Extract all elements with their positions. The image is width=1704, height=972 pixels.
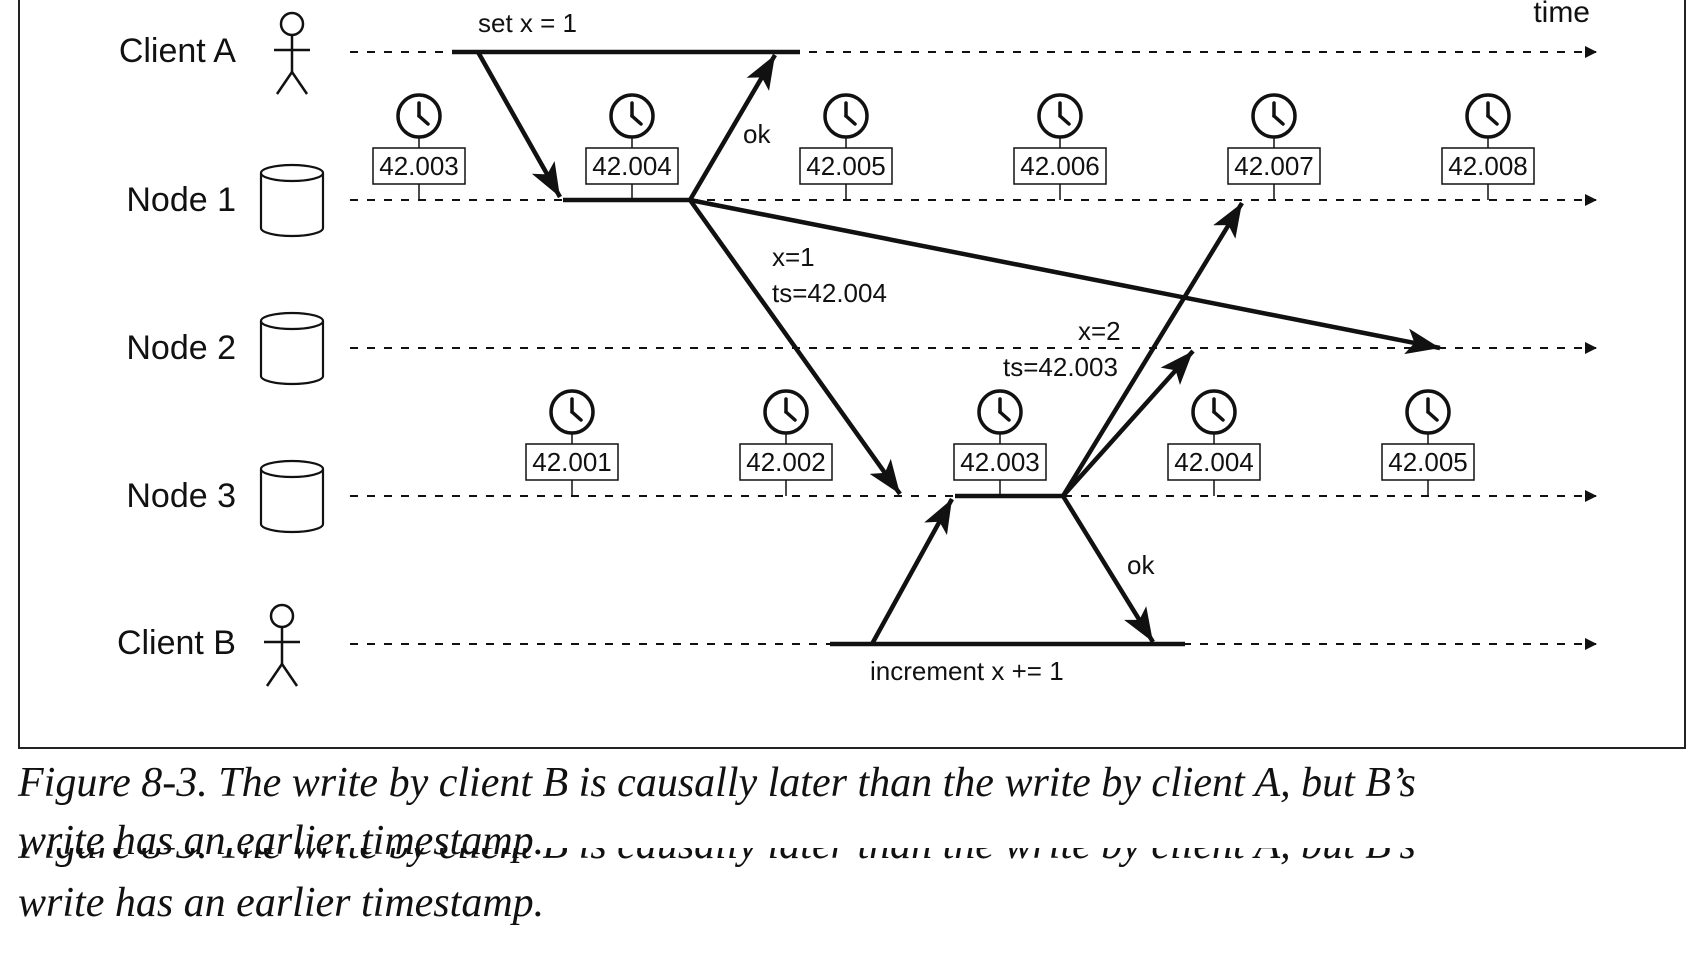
- clock-icon: [977, 389, 1023, 444]
- timestamp-box: [372, 147, 466, 185]
- timestamp-box: [1167, 443, 1261, 481]
- diagram-frame: [18, 0, 1686, 749]
- person-icon: [274, 11, 310, 95]
- lane-label-client-a: Client A: [119, 32, 236, 70]
- caption-line-1-clipped: Figure 8-3. The write by client B is cau…: [18, 848, 1416, 874]
- message-label-set-x: set x = 1: [478, 8, 577, 38]
- caption-line-2-repeat: write has an earlier timestamp.: [18, 880, 545, 926]
- message-arrow-node3-node2: [1061, 349, 1195, 498]
- message-label-ok-b: ok: [1127, 550, 1155, 580]
- clock-icon: [549, 389, 595, 444]
- message-label-x1: x=1: [772, 242, 815, 272]
- message-arrow-node1-node2: [689, 197, 1441, 355]
- lane-label-node-3: Node 3: [126, 477, 236, 515]
- timestamp-label-node-3: 42.002: [746, 447, 826, 477]
- message-label-ok-a: ok: [743, 119, 771, 149]
- clock-icon: [1251, 93, 1297, 148]
- database-icon: [259, 459, 325, 534]
- timestamp-label-node-1: 42.006: [1020, 151, 1100, 181]
- lane-label-node-2: Node 2: [126, 329, 236, 367]
- message-arrow-node3-node1: [1061, 201, 1244, 498]
- database-icon: [259, 163, 325, 238]
- timestamp-label-node-1: 42.004: [592, 151, 672, 181]
- person-icon: [264, 603, 300, 687]
- message-label-x2: x=2: [1078, 316, 1121, 346]
- timestamp-label-node-1: 42.008: [1448, 151, 1528, 181]
- caption-duplicate-artifact: Figure 8-3. The write by client B is cau…: [18, 848, 1618, 968]
- replication-timing-diagram: time Client A Node 1 Node 2 Node 3 Clien…: [18, 0, 1686, 749]
- database-icon: [259, 311, 325, 386]
- lane-label-node-1: Node 1: [126, 181, 236, 219]
- timestamp-box: [1381, 443, 1475, 481]
- message-arrow-node1-node3: [688, 198, 902, 496]
- timestamp-label-node-3: 42.004: [1174, 447, 1254, 477]
- timestamp-box: [739, 443, 833, 481]
- message-arrow-client-b-node3: [870, 497, 954, 646]
- clock-icon: [823, 93, 869, 148]
- timestamp-label-node-3: 42.005: [1388, 447, 1468, 477]
- caption-line-1: Figure 8-3. The write by client B is cau…: [18, 760, 1416, 806]
- message-label-x2-ts: ts=42.003: [1003, 352, 1118, 382]
- message-arrow-ok-a: [688, 53, 777, 202]
- timestamp-label-node-1: 42.003: [379, 151, 459, 181]
- timestamp-label-node-1: 42.007: [1234, 151, 1314, 181]
- timestamp-box: [1013, 147, 1107, 185]
- clock-icon: [396, 93, 442, 148]
- message-arrow-ok-b: [1061, 494, 1155, 644]
- time-label: time: [1533, 0, 1590, 29]
- timestamp-box: [585, 147, 679, 185]
- clock-icon: [609, 93, 655, 148]
- lane-label-client-b: Client B: [117, 624, 236, 662]
- caption-line-2: write has an earlier timestamp.: [18, 818, 545, 864]
- timestamp-box: [953, 443, 1047, 481]
- message-label-x1-ts: ts=42.004: [772, 278, 887, 308]
- timestamp-label-node-1: 42.005: [806, 151, 886, 181]
- clock-icon: [1037, 93, 1083, 148]
- timestamp-label-node-3: 42.001: [532, 447, 612, 477]
- timestamp-box: [1227, 147, 1321, 185]
- clock-icon: [1405, 389, 1451, 444]
- clock-icon: [763, 389, 809, 444]
- message-label-increment: increment x += 1: [870, 656, 1064, 686]
- message-arrow-set-x: [476, 50, 562, 199]
- timestamp-label-node-3: 42.003: [960, 447, 1040, 477]
- figure-caption: Figure 8-3. The write by client B is cau…: [18, 754, 1416, 870]
- clock-icon: [1191, 389, 1237, 444]
- clock-icon: [1465, 93, 1511, 148]
